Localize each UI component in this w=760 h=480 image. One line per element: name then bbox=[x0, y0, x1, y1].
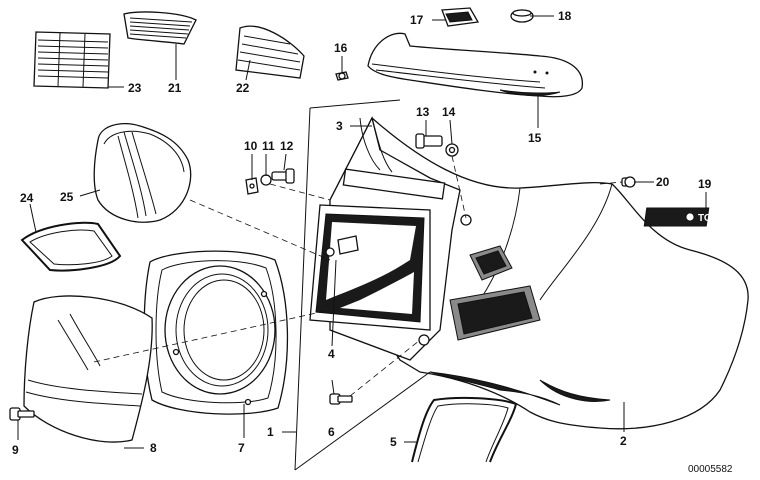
callout-5: 5 bbox=[390, 435, 397, 449]
callout-18: 18 bbox=[558, 9, 572, 23]
top-cover bbox=[367, 32, 583, 98]
callout-12: 12 bbox=[280, 139, 294, 153]
touring-badge: TOURING bbox=[643, 207, 744, 227]
washer-part-11 bbox=[260, 174, 272, 186]
small-cap-part bbox=[441, 7, 480, 27]
document-number: 00005582 bbox=[688, 464, 733, 475]
callout-22: 22 bbox=[236, 81, 250, 95]
callout-16: 16 bbox=[334, 41, 348, 55]
grille-part-23 bbox=[33, 31, 111, 89]
bolt-part-13 bbox=[415, 133, 443, 149]
callout-15: 15 bbox=[528, 131, 542, 145]
screw-part-20 bbox=[621, 176, 636, 188]
callout-labels: 1 2 3 4 5 6 7 8 9 10 11 12 13 14 15 16 1… bbox=[12, 9, 733, 475]
lens-part-8 bbox=[23, 295, 153, 443]
callout-9: 9 bbox=[12, 443, 19, 457]
callout-2: 2 bbox=[620, 434, 627, 448]
callout-23: 23 bbox=[128, 81, 142, 95]
callout-20: 20 bbox=[656, 175, 670, 189]
callout-6: 6 bbox=[328, 425, 335, 439]
callout-25: 25 bbox=[60, 190, 74, 204]
callout-10: 10 bbox=[244, 139, 258, 153]
trim-part-5 bbox=[411, 396, 518, 463]
callout-21: 21 bbox=[168, 81, 182, 95]
assembly-guide-lines bbox=[93, 155, 623, 397]
headlight-opening bbox=[309, 116, 472, 361]
callout-8: 8 bbox=[150, 441, 157, 455]
gasket-part-24 bbox=[20, 221, 122, 272]
callout-24: 24 bbox=[20, 191, 34, 205]
badge-label: TOURING bbox=[698, 213, 744, 224]
callout-1: 1 bbox=[267, 425, 274, 439]
callout-3: 3 bbox=[336, 119, 343, 133]
cover-part-25 bbox=[93, 123, 192, 223]
callout-11: 11 bbox=[262, 139, 275, 153]
round-plug-part bbox=[510, 9, 534, 23]
screw-part-12 bbox=[271, 168, 295, 184]
nut-part-14 bbox=[445, 143, 459, 157]
assembly-bracket bbox=[294, 99, 431, 471]
callout-17: 17 bbox=[410, 13, 424, 27]
callout-13: 13 bbox=[416, 105, 430, 119]
callout-19: 19 bbox=[698, 177, 712, 191]
screw-part-16 bbox=[335, 71, 349, 81]
callout-4: 4 bbox=[328, 347, 335, 361]
callout-14: 14 bbox=[442, 105, 456, 119]
grille-part-22 bbox=[235, 25, 305, 79]
screw-part-9 bbox=[9, 407, 35, 421]
callout-7: 7 bbox=[238, 441, 245, 455]
washer-part-10 bbox=[245, 177, 259, 195]
leader-lines bbox=[17, 15, 707, 449]
screw-part-6 bbox=[329, 393, 353, 405]
headlight-rim-part-7 bbox=[143, 250, 289, 415]
grille-part-21 bbox=[123, 11, 197, 45]
